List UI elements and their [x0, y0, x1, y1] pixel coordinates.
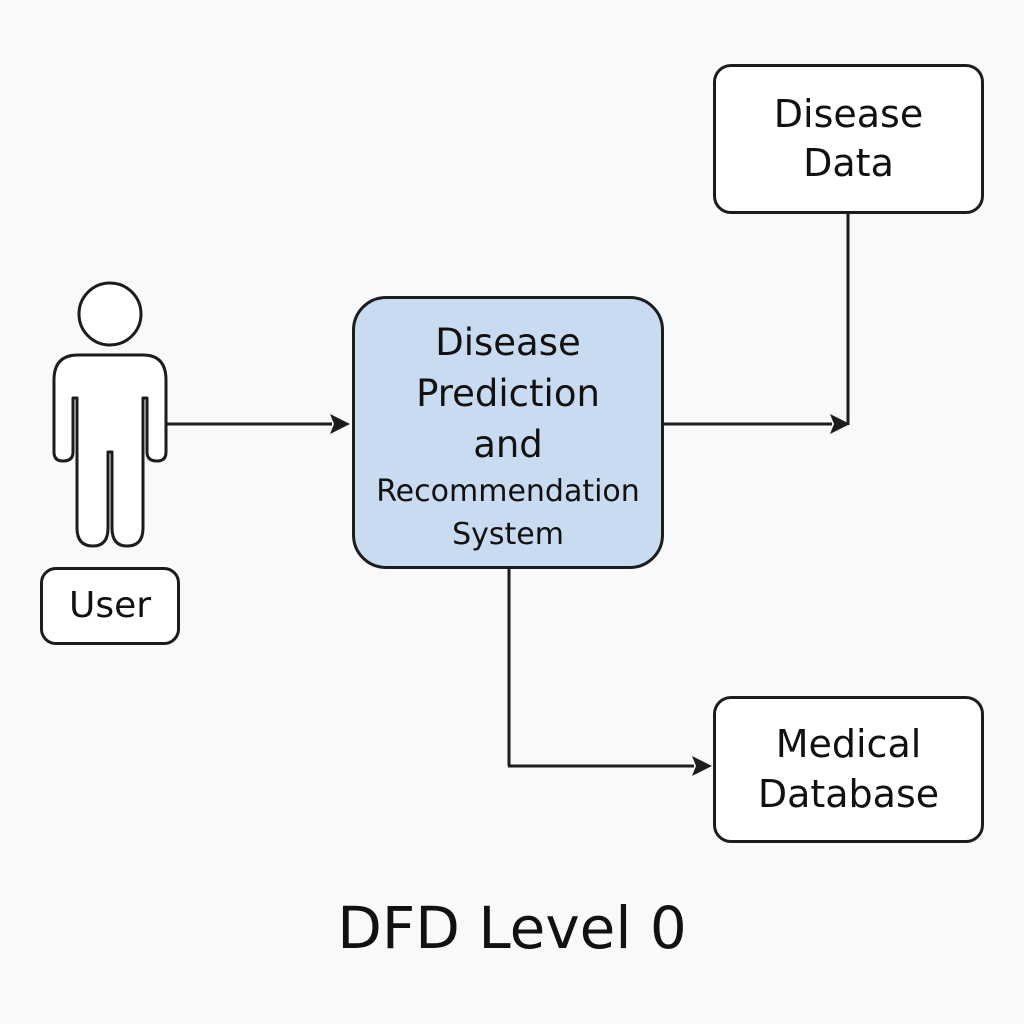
medical-database-line-2: Database [757, 771, 940, 816]
process-label-line-3: and [473, 423, 543, 466]
person-icon [52, 281, 168, 548]
flow-user-to-process [166, 414, 350, 434]
diagram-caption: DFD Level 0 [337, 894, 687, 962]
flow-process-to-medical-database [507, 569, 712, 776]
process-label-line-2: Prediction [416, 372, 600, 415]
process-node: Disease Prediction and Recommendation Sy… [352, 296, 664, 569]
user-entity-label: User [40, 567, 180, 645]
disease-data-line-2: Data [803, 141, 894, 185]
flow-process-to-disease-data [664, 214, 850, 434]
disease-data-store: Disease Data [713, 64, 984, 214]
process-label-line-4: Recommendation [376, 474, 640, 509]
user-label-text: User [68, 585, 152, 627]
process-label-line-5: System [452, 517, 564, 552]
medical-database-line-1: Medical [775, 722, 922, 767]
medical-database-store: Medical Database [713, 696, 984, 843]
process-label-line-1: Disease [435, 321, 581, 364]
disease-data-line-1: Disease [773, 91, 924, 136]
